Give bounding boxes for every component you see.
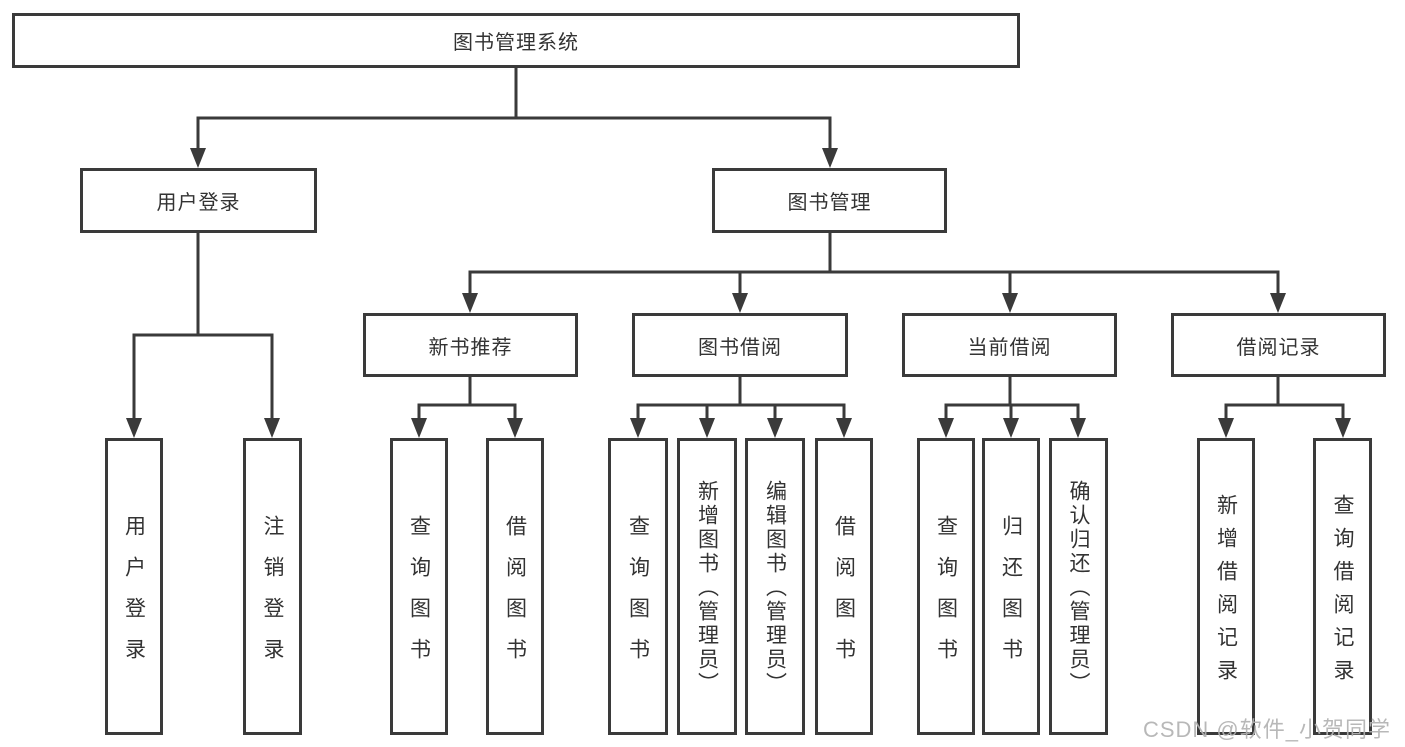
- node-current-borrowing: 当前借阅: [902, 313, 1117, 377]
- leaf-user-login: 用户登录: [105, 438, 163, 735]
- node-library-management-system: 图书管理系统: [12, 13, 1020, 68]
- leaf-query-books-current: 查询图书: [917, 438, 975, 735]
- leaf-logout: 注销登录: [243, 438, 302, 735]
- leaf-borrow-books-recommend: 借阅图书: [486, 438, 544, 735]
- leaf-edit-books-admin: 编辑图书（管理员）: [745, 438, 805, 735]
- node-book-management: 图书管理: [712, 168, 947, 233]
- leaf-confirm-return-admin: 确认归还（管理员）: [1049, 438, 1108, 735]
- leaf-query-books-recommend: 查询图书: [390, 438, 448, 735]
- node-book-borrowing: 图书借阅: [632, 313, 848, 377]
- leaf-borrow-books-borrowing: 借阅图书: [815, 438, 873, 735]
- node-user-login: 用户登录: [80, 168, 317, 233]
- csdn-watermark: CSDN @软件_小贺同学: [1142, 717, 1391, 742]
- leaf-add-borrow-record: 新增借阅记录: [1197, 438, 1255, 735]
- node-borrowing-records: 借阅记录: [1171, 313, 1386, 377]
- leaf-query-books-borrowing: 查询图书: [608, 438, 668, 735]
- leaf-query-borrow-record: 查询借阅记录: [1313, 438, 1372, 735]
- leaf-add-books-admin: 新增图书（管理员）: [677, 438, 737, 735]
- leaf-return-books: 归还图书: [982, 438, 1040, 735]
- node-new-book-recommend: 新书推荐: [363, 313, 578, 377]
